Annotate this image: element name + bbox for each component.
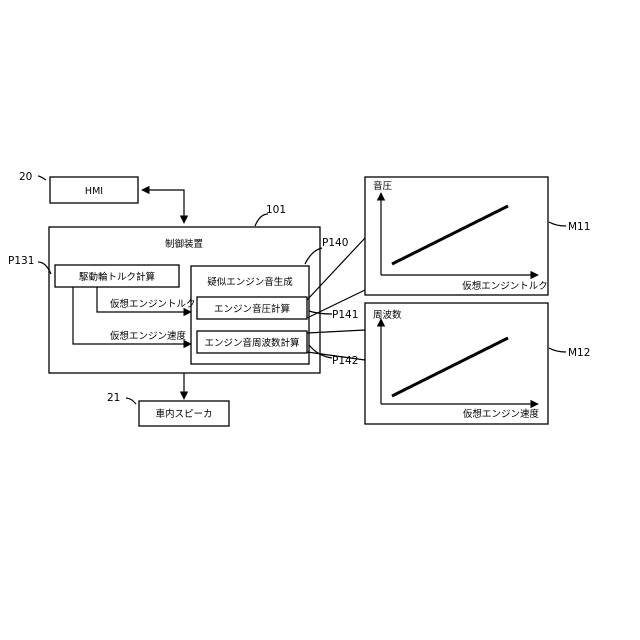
control-unit-ref: 101	[266, 204, 286, 216]
pressure-calc-label: エンジン音圧計算	[214, 303, 290, 315]
freq-map-ylabel: 周波数	[373, 309, 402, 321]
torque-calc-ref: P131	[8, 255, 34, 267]
hmi-ref-leader	[38, 176, 46, 180]
pressure-map-ref-leader	[549, 222, 566, 226]
pseudo-gen-label: 疑似エンジン音生成	[207, 276, 293, 288]
speaker-ref: 21	[107, 392, 120, 404]
hmi-label: HMI	[85, 186, 103, 197]
hmi-control-link-arrow	[142, 190, 184, 223]
torque-calc-label: 駆動輪トルク計算	[79, 271, 155, 283]
freq-map-ref: M12	[568, 347, 590, 359]
freq-calc-label: エンジン音周波数計算	[204, 337, 299, 349]
pressure-map-box	[365, 177, 548, 295]
hmi-ref: 20	[19, 171, 32, 183]
speaker-label: 車内スピーカ	[155, 408, 212, 420]
control-unit-label: 制御装置	[165, 238, 203, 250]
pressure-map-ylabel: 音圧	[373, 180, 393, 192]
freq-map-ref-leader	[549, 348, 566, 352]
pseudo-gen-ref: P140	[322, 237, 348, 249]
pressure-map-ref: M11	[568, 221, 590, 233]
pressure-calc-ref: P141	[332, 309, 358, 321]
virtual-torque-label: 仮想エンジントルク	[110, 298, 196, 310]
speaker-ref-leader	[126, 398, 136, 404]
pressure-map-xlabel: 仮想エンジントルク	[462, 280, 548, 292]
virtual-speed-label: 仮想エンジン速度	[110, 330, 187, 342]
freq-map-xlabel: 仮想エンジン速度	[463, 408, 540, 420]
